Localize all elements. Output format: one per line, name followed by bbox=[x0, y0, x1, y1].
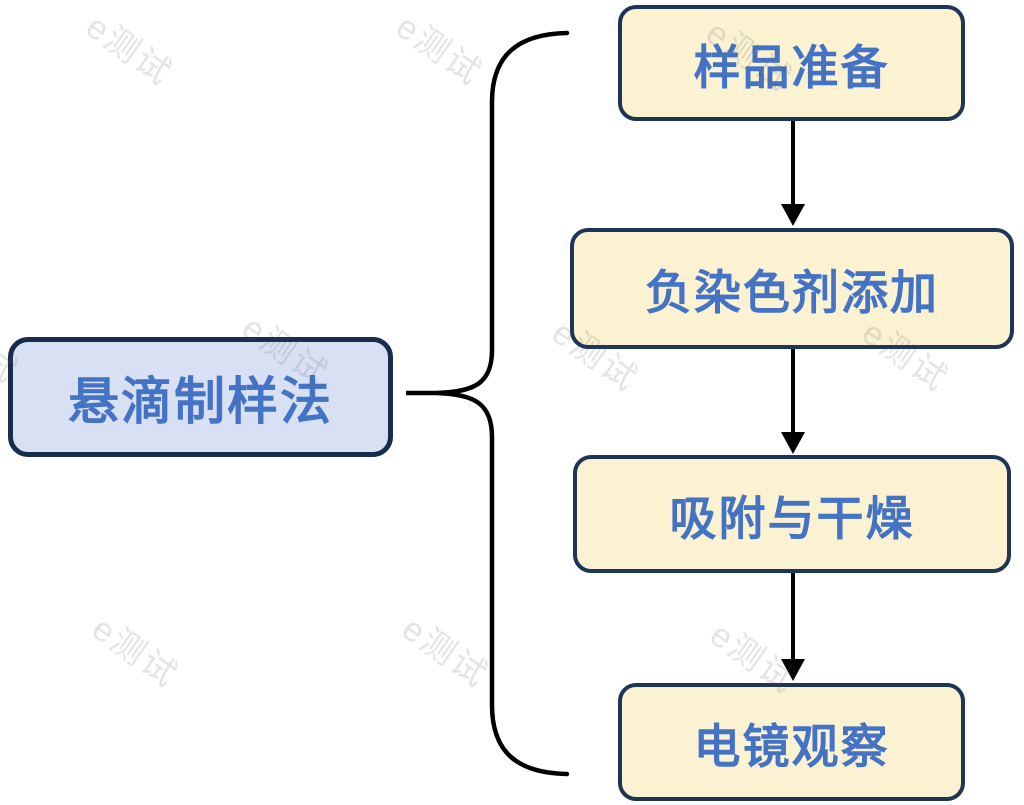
step-node-2: 负染色剂添加 bbox=[570, 228, 1014, 349]
step-node-3: 吸附与干燥 bbox=[573, 455, 1011, 573]
arrow-step1-step2 bbox=[781, 121, 805, 226]
step-node-3-label: 吸附与干燥 bbox=[669, 491, 915, 545]
root-node: 悬滴制样法 bbox=[8, 337, 393, 457]
step-node-1-label: 样品准备 bbox=[693, 40, 890, 94]
step-node-2-label: 负染色剂添加 bbox=[645, 266, 939, 319]
root-node-label: 悬滴制样法 bbox=[67, 373, 333, 430]
arrow-step3-step4 bbox=[781, 573, 805, 681]
arrow-step2-step3 bbox=[781, 349, 805, 454]
step-node-1: 样品准备 bbox=[618, 5, 965, 121]
brace-connector bbox=[406, 30, 570, 777]
step-node-4: 电镜观察 bbox=[618, 683, 965, 801]
step-node-4-label: 电镜观察 bbox=[693, 719, 890, 773]
